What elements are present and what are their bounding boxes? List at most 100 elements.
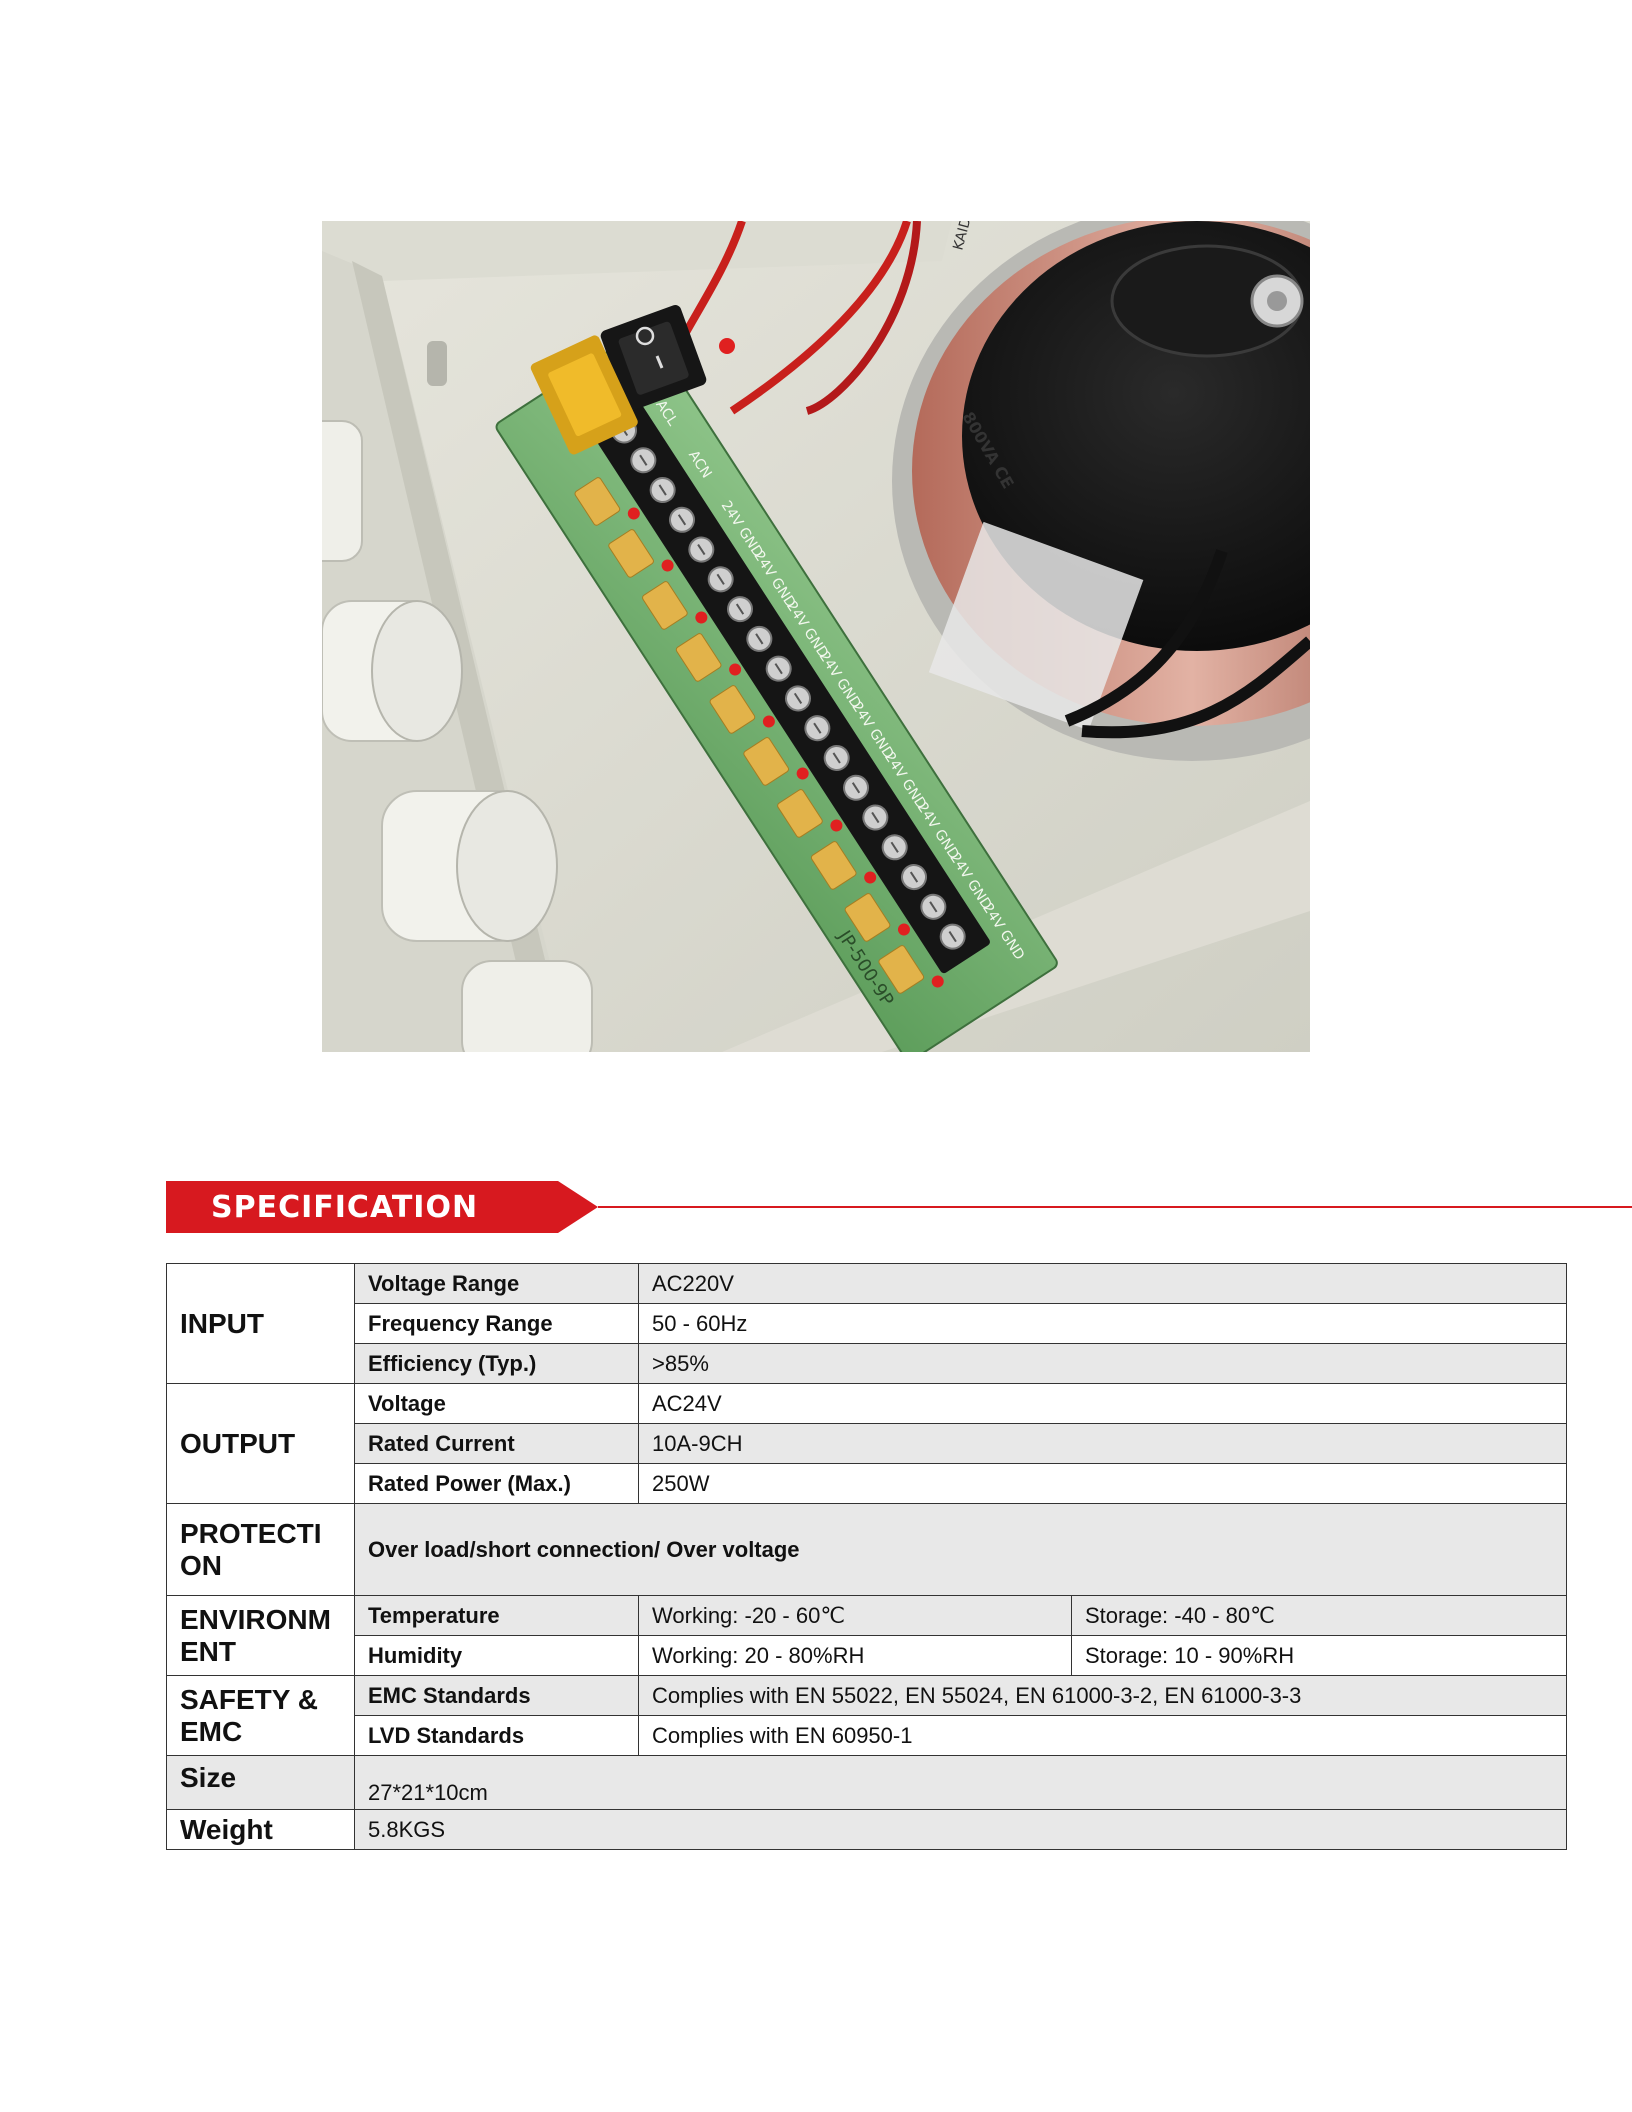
spec-value: 10A-9CH [637, 1423, 1568, 1464]
channel-led [729, 663, 742, 676]
fuse [642, 581, 688, 630]
fuse [675, 633, 722, 682]
terminal-screw-slot [697, 543, 706, 556]
table-row: Rated Current 10A-9CH [167, 1423, 1568, 1464]
table-row: Humidity Working: 20 - 80%RH Storage: 10… [167, 1635, 1568, 1676]
channel-led [762, 715, 775, 728]
terminal-screw-slot [774, 663, 783, 675]
terminal-screw-slot [793, 692, 803, 704]
spec-name: Rated Power (Max.) [354, 1463, 639, 1504]
channel-led [695, 611, 708, 624]
terminal-screw-slot [813, 722, 822, 734]
channel-led [830, 819, 843, 832]
fuse [709, 685, 756, 734]
channel-led [931, 975, 944, 988]
category-label-line: ENVIRONM [180, 1603, 331, 1635]
category-label-line: SAFETY & [180, 1683, 318, 1715]
category-safety: SAFETY &EMC [166, 1675, 355, 1756]
spec-name: Temperature [354, 1595, 639, 1636]
indicator-led [719, 338, 735, 354]
power-switch [600, 305, 707, 411]
category-label-line: ON [180, 1549, 222, 1581]
banner-red-arrow [166, 1181, 598, 1233]
fuse [810, 841, 857, 890]
specification-title: SPECIFICATION [211, 1190, 479, 1225]
category-weight: Weight [166, 1809, 355, 1850]
category-output: OUTPUT [166, 1383, 355, 1504]
spec-working-value: Working: -20 - 60℃ [638, 1595, 1072, 1636]
protection-value: Over load/short connection/ Over voltage [353, 1503, 1568, 1596]
table-row: LVD Standards Complies with EN 60950-1 [167, 1715, 1568, 1756]
table-row: Frequency Range 50 - 60Hz [167, 1303, 1568, 1344]
channel-led [897, 923, 910, 936]
fuse [777, 789, 823, 838]
category-label-line: EMC [180, 1715, 243, 1747]
spec-value: 50 - 60Hz [637, 1303, 1568, 1344]
fuse [608, 529, 654, 578]
fuse [743, 737, 790, 786]
spec-name: Voltage Range [354, 1263, 639, 1304]
channel-led [627, 507, 640, 520]
table-row: Weight 5.8KGS [166, 1809, 1568, 1850]
terminal-screw-slot [639, 454, 648, 466]
spec-name: EMC Standards [354, 1675, 639, 1716]
terminal-screw-slot [909, 871, 919, 883]
terminal-screw-slot [948, 931, 957, 943]
spec-name: Efficiency (Typ.) [354, 1343, 639, 1384]
spec-value: 250W [637, 1463, 1568, 1504]
spec-name: LVD Standards [354, 1715, 639, 1756]
spec-value: >85% [637, 1343, 1568, 1384]
spec-storage-value: Storage: -40 - 80℃ [1070, 1595, 1568, 1636]
category-label-line: ENT [180, 1635, 236, 1667]
fuse [574, 477, 621, 526]
fuse [878, 945, 925, 994]
terminal-screw-slot [735, 603, 745, 615]
spec-value: AC220V [637, 1263, 1568, 1304]
table-row: Efficiency (Typ.) >85% [167, 1343, 1568, 1384]
terminal-screw-slot [755, 633, 764, 645]
table-row: OUTPUT Voltage AC24V [166, 1383, 1568, 1504]
fuse [844, 893, 891, 942]
terminal-screw-slot [871, 811, 880, 824]
spec-value: Complies with EN 55022, EN 55024, EN 610… [637, 1675, 1568, 1716]
spec-value: AC24V [637, 1383, 1568, 1424]
spec-working-value: Working: 20 - 80%RH [638, 1635, 1072, 1676]
category-label-line: PROTECTI [180, 1517, 322, 1549]
specification-table: INPUT Voltage Range AC220V Frequency Ran… [166, 1263, 1568, 1850]
terminal-screw-slot [890, 841, 899, 853]
weight-value: 5.8KGS [353, 1809, 1568, 1850]
spec-name: Humidity [354, 1635, 639, 1676]
terminal-screw-slot [832, 752, 841, 764]
fuse-holder [530, 335, 638, 455]
cable-glands [322, 420, 593, 1052]
spec-name: Frequency Range [354, 1303, 639, 1344]
table-row: Size 27*21*10cm [166, 1755, 1568, 1810]
size-value: 27*21*10cm [353, 1755, 1568, 1810]
terminal-screw-slot [929, 901, 938, 913]
toroidal-transformer: KAIDAXIN 800VA CE [892, 221, 1310, 761]
category-input: INPUT [166, 1263, 355, 1384]
terminal-screw-slot [851, 782, 861, 794]
table-row: Rated Power (Max.) 250W [167, 1463, 1568, 1504]
terminal-screw-slot [677, 514, 687, 526]
channel-led [864, 871, 877, 884]
table-row: INPUT Voltage Range AC220V [166, 1263, 1568, 1384]
spec-name: Rated Current [354, 1423, 639, 1464]
spec-storage-value: Storage: 10 - 90%RH [1070, 1635, 1568, 1676]
specification-banner: SPECIFICATION [166, 1181, 1632, 1233]
spec-name: Voltage [354, 1383, 639, 1424]
table-row: SAFETY &EMC EMC Standards Complies with … [166, 1675, 1568, 1756]
spec-value: Complies with EN 60950-1 [637, 1715, 1568, 1756]
enclosure-top-wall [322, 221, 952, 281]
terminal-screw-slot [658, 484, 667, 496]
category-size: Size [166, 1755, 355, 1810]
terminal-screw-slot [716, 573, 725, 585]
channel-led [661, 559, 674, 572]
channel-led [796, 767, 809, 780]
